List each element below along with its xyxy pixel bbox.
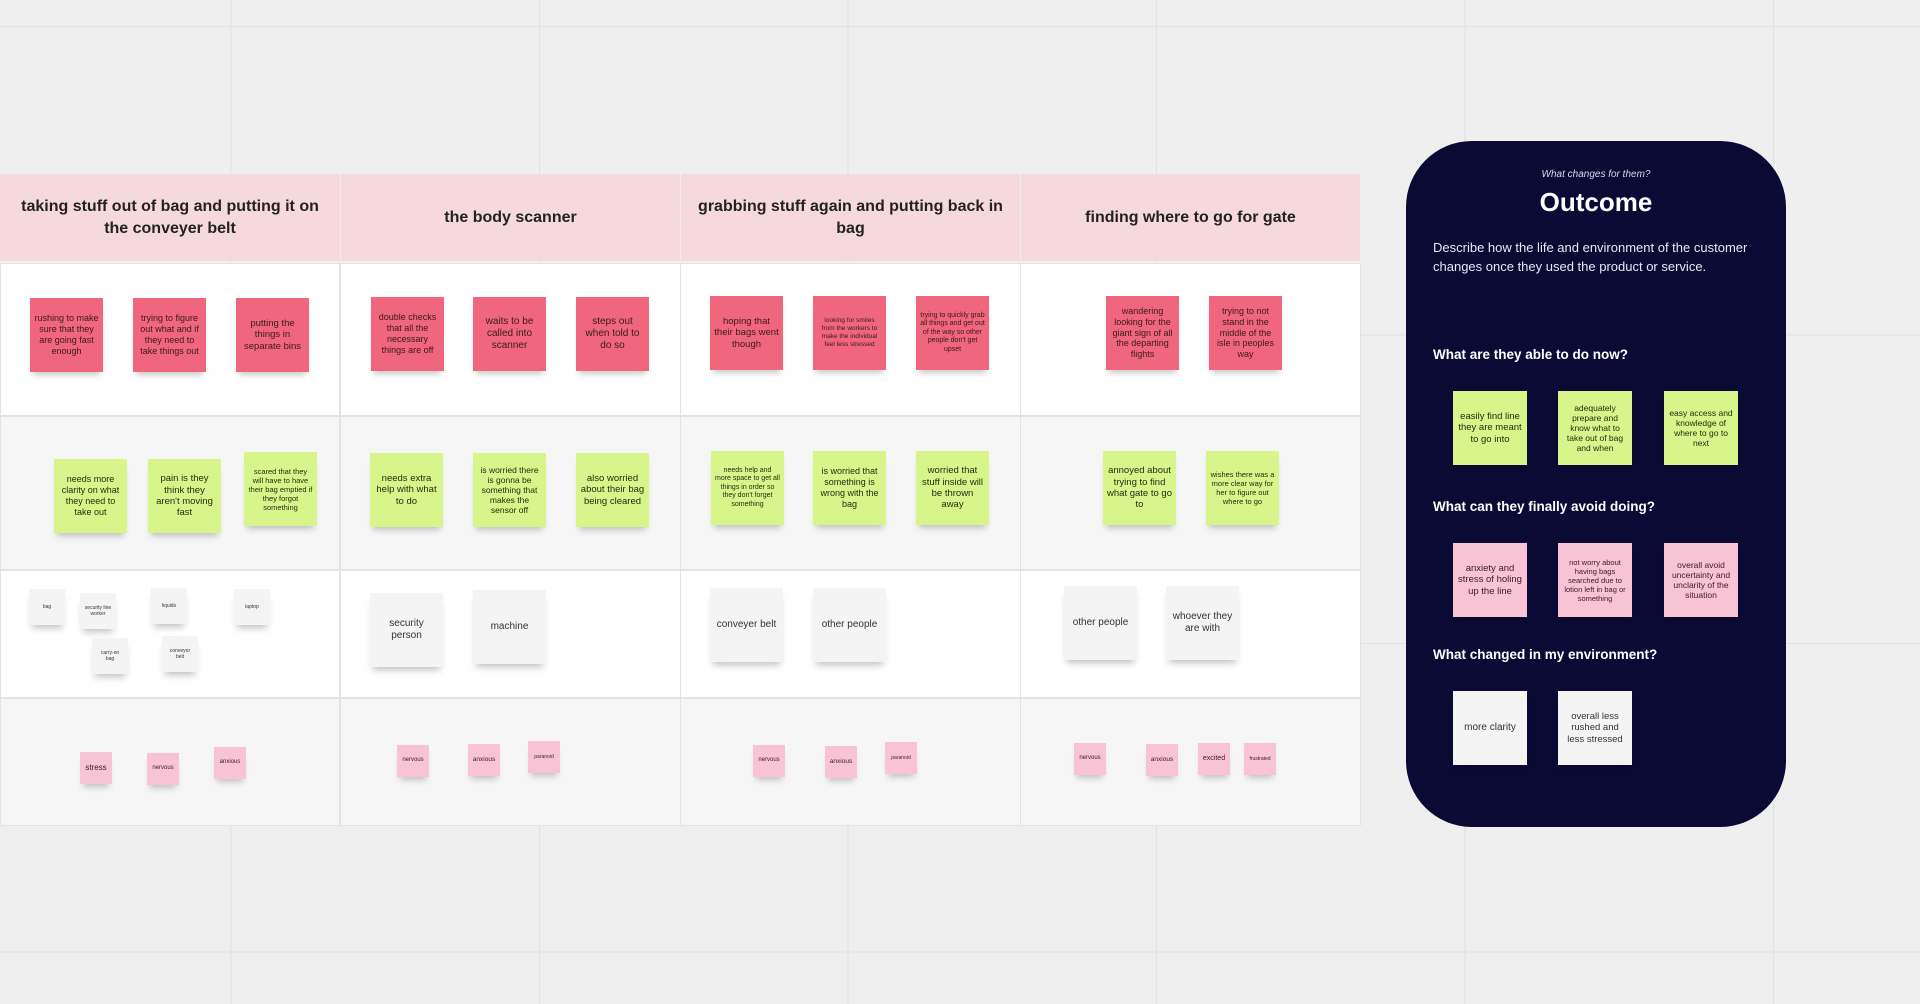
sticky-note-white[interactable]: security line worker <box>80 593 116 629</box>
sticky-note-green[interactable]: wishes there was a more clear way for he… <box>1206 451 1279 525</box>
sticky-note-white[interactable]: more clarity <box>1453 691 1527 765</box>
cell-doing-4 <box>1020 263 1361 416</box>
sticky-note-white[interactable]: liquids <box>151 588 187 624</box>
outcome-kicker: What changes for them? <box>1541 169 1651 180</box>
env-heading: What changed in my environment? <box>1433 647 1658 662</box>
able-heading: What are they able to do now? <box>1433 347 1629 362</box>
sticky-note-pink[interactable]: anxious <box>214 747 246 779</box>
sticky-note-red[interactable]: looking for smiles from the workers to m… <box>813 296 886 370</box>
sticky-note-pink[interactable]: anxiety and stress of holing up the line <box>1453 543 1527 617</box>
cell-feelings-2 <box>340 698 681 826</box>
sticky-note-green[interactable]: needs help and more space to get all thi… <box>711 451 784 525</box>
sticky-note-white[interactable]: conveyor belt <box>162 636 198 672</box>
sticky-note-pink[interactable]: nervous <box>147 753 179 785</box>
sticky-note-white[interactable]: bag <box>29 589 65 625</box>
sticky-note-pink[interactable]: nervous <box>1074 743 1106 775</box>
sticky-note-pink[interactable]: stress <box>80 752 112 784</box>
sticky-note-green[interactable]: pain is they think they aren't moving fa… <box>148 459 221 533</box>
sticky-note-pink[interactable]: anxious <box>468 744 500 776</box>
sticky-note-green[interactable]: is worried there is gonna be something t… <box>473 453 546 527</box>
sticky-note-pink[interactable]: nervous <box>753 745 785 777</box>
sticky-note-red[interactable]: steps out when told to do so <box>576 297 649 371</box>
column-header-3[interactable]: grabbing stuff again and putting back in… <box>681 174 1020 261</box>
sticky-note-white[interactable]: conveyer belt <box>710 588 783 662</box>
sticky-note-pink[interactable]: overall avoid uncertainty and unclarity … <box>1664 543 1738 617</box>
sticky-note-green[interactable]: needs extra help with what to do <box>370 453 443 527</box>
sticky-note-red[interactable]: wandering looking for the giant sign of … <box>1106 296 1179 370</box>
sticky-note-white[interactable]: other people <box>813 588 886 662</box>
sticky-note-pink[interactable]: excited <box>1198 743 1230 775</box>
sticky-note-red[interactable]: double checks that all the necessary thi… <box>371 297 444 371</box>
sticky-note-pink[interactable]: paranoid <box>885 742 917 774</box>
sticky-note-red[interactable]: trying to not stand in the middle of the… <box>1209 296 1282 370</box>
sticky-note-green[interactable]: worried that stuff inside will be thrown… <box>916 451 989 525</box>
sticky-note-green[interactable]: adequately prepare and know what to take… <box>1558 391 1632 465</box>
outcome-panel[interactable]: What changes for them? Outcome Describe … <box>1406 141 1786 827</box>
sticky-note-green[interactable]: is worried that something is wrong with … <box>813 451 886 525</box>
outcome-description: Describe how the life and environment of… <box>1433 240 1748 274</box>
sticky-note-pink[interactable]: paranoid <box>528 741 560 773</box>
sticky-note-red[interactable]: rushing to make sure that they are going… <box>30 298 103 372</box>
sticky-note-green[interactable]: scared that they will have to have their… <box>244 452 317 526</box>
sticky-note-pink[interactable]: anxious <box>1146 744 1178 776</box>
sticky-note-green[interactable]: easy access and knowledge of where to go… <box>1664 391 1738 465</box>
sticky-note-red[interactable]: hoping that their bags went though <box>710 296 783 370</box>
sticky-note-white[interactable]: machine <box>473 590 546 664</box>
sticky-note-green[interactable]: needs more clarity on what they need to … <box>54 459 127 533</box>
sticky-note-green[interactable]: also worried about their bag being clear… <box>576 453 649 527</box>
sticky-note-red[interactable]: trying to quickly grab all things and ge… <box>916 296 989 370</box>
sticky-note-green[interactable]: annoyed about trying to find what gate t… <box>1103 451 1176 525</box>
sticky-note-pink[interactable]: frustrated <box>1244 743 1276 775</box>
cell-thinking-4 <box>1020 416 1361 570</box>
sticky-note-white[interactable]: overall less rushed and less stressed <box>1558 691 1632 765</box>
column-header-2[interactable]: the body scanner <box>341 174 680 261</box>
sticky-note-white[interactable]: laptop <box>234 589 270 625</box>
column-header-4[interactable]: finding where to go for gate <box>1021 174 1360 261</box>
sticky-note-red[interactable]: putting the things in separate bins <box>236 298 309 372</box>
sticky-note-white[interactable]: whoever they are with <box>1166 586 1239 660</box>
sticky-note-red[interactable]: trying to figure out what and if they ne… <box>133 298 206 372</box>
cell-feelings-4 <box>1020 698 1361 826</box>
sticky-note-pink[interactable]: anxious <box>825 746 857 778</box>
column-header-1[interactable]: taking stuff out of bag and putting it o… <box>0 174 340 261</box>
sticky-note-white[interactable]: other people <box>1064 586 1137 660</box>
sticky-note-red[interactable]: waits to be called into scanner <box>473 297 546 371</box>
sticky-note-white[interactable]: carry-on bag <box>92 638 128 674</box>
outcome-title: Outcome <box>1539 187 1653 217</box>
sticky-note-white[interactable]: security person <box>370 593 443 667</box>
avoid-heading: What can they finally avoid doing? <box>1433 499 1656 514</box>
sticky-note-pink[interactable]: nervous <box>397 745 429 777</box>
sticky-note-green[interactable]: easily find line they are meant to go in… <box>1453 391 1527 465</box>
sticky-note-pink[interactable]: not worry about having bags searched due… <box>1558 543 1632 617</box>
